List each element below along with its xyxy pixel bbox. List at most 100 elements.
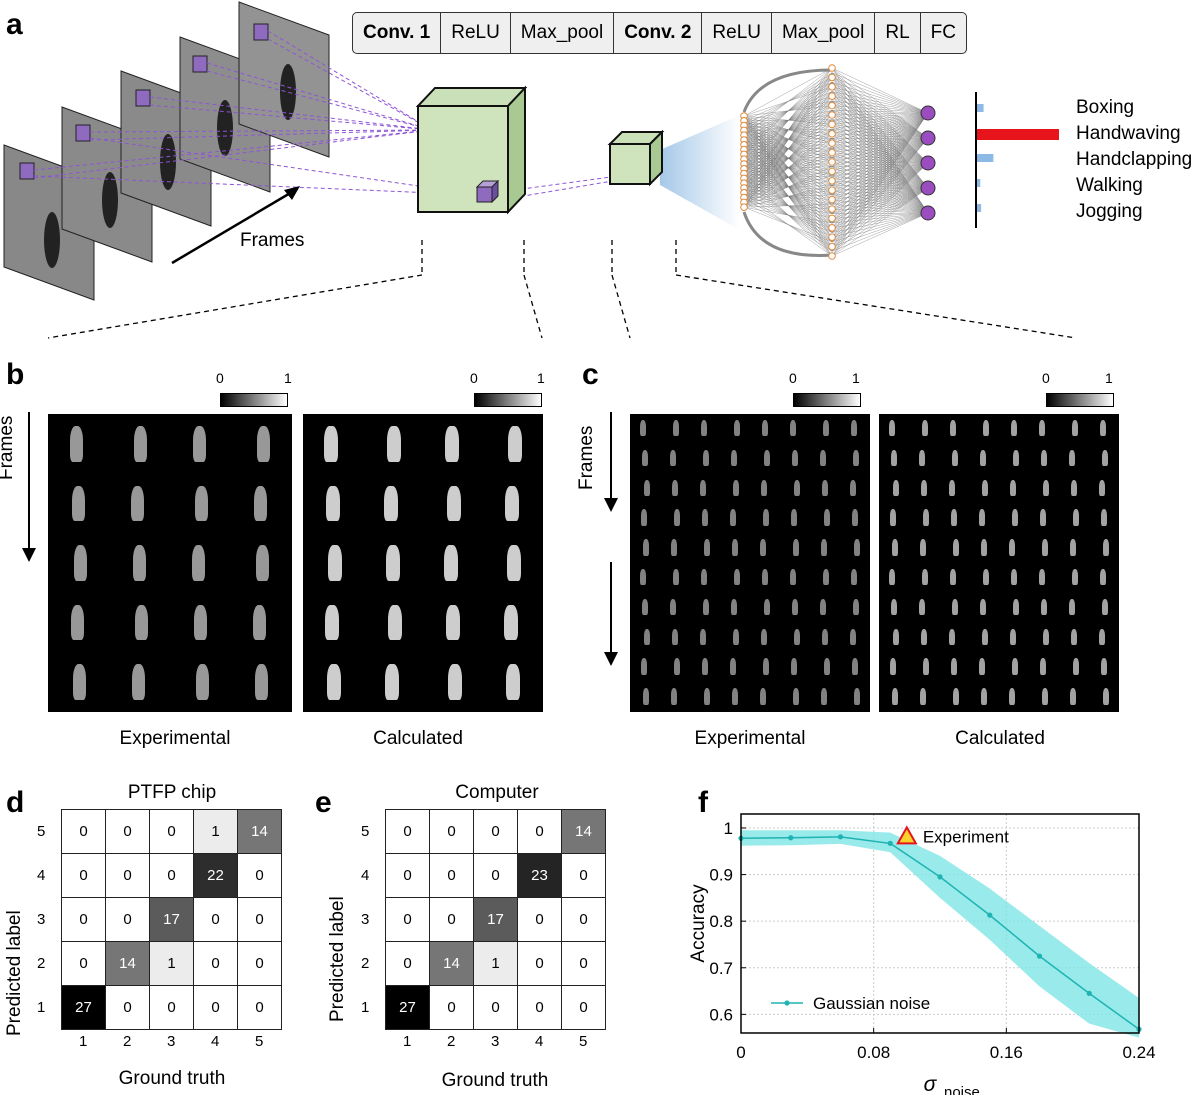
silhouette bbox=[1042, 628, 1050, 645]
cm-cell: 0 bbox=[385, 941, 430, 986]
silhouette bbox=[950, 658, 958, 675]
silhouette bbox=[1071, 568, 1079, 586]
silhouette bbox=[192, 425, 207, 462]
cm-cell: 0 bbox=[385, 897, 430, 942]
x-tick-label: 0 bbox=[736, 1043, 745, 1062]
cm-ytick: 5 bbox=[37, 823, 46, 840]
pipeline-step: Conv. 2 bbox=[614, 13, 703, 53]
silhouette bbox=[507, 545, 521, 581]
silhouette bbox=[446, 604, 460, 641]
silhouette bbox=[1070, 479, 1078, 496]
cm-cell: 0 bbox=[193, 985, 238, 1030]
silhouette bbox=[1100, 658, 1108, 675]
y-tick-label: 0.8 bbox=[709, 912, 733, 931]
cm-xtick: 5 bbox=[579, 1033, 588, 1050]
silhouette bbox=[891, 688, 899, 705]
silhouette bbox=[759, 539, 767, 556]
cm-cell: 0 bbox=[237, 897, 282, 942]
silhouette bbox=[703, 539, 711, 556]
hidden-node bbox=[828, 242, 836, 251]
x-axis-label-sub: noise bbox=[944, 1084, 980, 1095]
conv-cube-1 bbox=[415, 85, 528, 215]
silhouette bbox=[890, 449, 898, 467]
silhouette bbox=[793, 479, 801, 496]
cm-cell: 0 bbox=[429, 809, 474, 854]
cm-cell: 0 bbox=[61, 941, 106, 986]
silhouette bbox=[823, 509, 831, 526]
cm-cell: 0 bbox=[429, 985, 474, 1030]
silhouette bbox=[1010, 568, 1018, 586]
silhouette bbox=[1072, 658, 1080, 675]
silhouette bbox=[1038, 568, 1046, 586]
silhouette bbox=[920, 479, 928, 496]
silhouette bbox=[731, 539, 739, 556]
silhouette bbox=[385, 664, 399, 701]
data-point bbox=[788, 835, 794, 841]
silhouette bbox=[508, 425, 522, 462]
conv-cube-2 bbox=[607, 129, 665, 187]
silhouette bbox=[888, 568, 896, 586]
pipeline-step: FC bbox=[930, 22, 956, 43]
cm-cell: 1 bbox=[149, 941, 194, 986]
hidden-node bbox=[828, 111, 836, 119]
silhouette bbox=[853, 688, 861, 705]
cm-cell: 14 bbox=[237, 809, 282, 854]
silhouette bbox=[1008, 539, 1016, 556]
silhouette bbox=[981, 479, 989, 496]
hidden-node bbox=[828, 167, 836, 176]
class-score-bars bbox=[975, 92, 1059, 228]
silhouette bbox=[671, 479, 679, 496]
panel-b-experimental-caption: Experimental bbox=[119, 728, 231, 749]
cm-cell: 1 bbox=[473, 941, 518, 986]
silhouette bbox=[890, 598, 898, 616]
silhouette bbox=[789, 568, 797, 586]
silhouette bbox=[733, 568, 741, 586]
cm-e-title: Computer bbox=[455, 782, 539, 803]
network-schematic bbox=[3, 1, 1077, 339]
silhouette bbox=[891, 539, 899, 556]
silhouette bbox=[505, 485, 519, 522]
recurrent-arrow bbox=[742, 68, 833, 113]
cm-e-ylabel: Predicted label bbox=[327, 896, 348, 1022]
silhouette bbox=[922, 509, 930, 526]
cm-xtick: 3 bbox=[491, 1033, 500, 1050]
silhouette bbox=[851, 658, 859, 675]
silhouette bbox=[326, 485, 340, 522]
cm-cell: 27 bbox=[385, 985, 430, 1030]
silhouette bbox=[729, 658, 737, 675]
silhouette bbox=[255, 545, 270, 581]
colorbar-max: 1 bbox=[537, 370, 545, 386]
cm-xtick: 2 bbox=[447, 1033, 456, 1050]
score-bar bbox=[977, 129, 1059, 140]
silhouette bbox=[892, 628, 900, 645]
cm-xtick: 4 bbox=[211, 1033, 220, 1050]
silhouette bbox=[948, 479, 956, 496]
panel-c-experimental-grid bbox=[630, 414, 870, 712]
silhouette bbox=[1068, 449, 1076, 467]
cm-cell: 0 bbox=[193, 941, 238, 986]
silhouette bbox=[760, 628, 768, 645]
panel-c-frames-label: Frames bbox=[576, 425, 597, 490]
arrow-head bbox=[604, 652, 618, 666]
cm-cell: 22 bbox=[193, 853, 238, 898]
silhouette bbox=[70, 604, 85, 641]
silhouette bbox=[1070, 628, 1078, 645]
silhouette bbox=[850, 568, 858, 586]
cm-xtick: 2 bbox=[123, 1033, 132, 1050]
silhouette bbox=[132, 545, 147, 581]
panel-b-frames-arrow bbox=[28, 412, 30, 552]
silhouette bbox=[700, 568, 708, 586]
input-node bbox=[740, 203, 748, 211]
silhouette bbox=[921, 568, 929, 586]
hidden-node bbox=[828, 130, 836, 138]
silhouette bbox=[69, 425, 84, 462]
cm-cell: 0 bbox=[561, 941, 606, 986]
data-point bbox=[1036, 953, 1043, 959]
silhouette bbox=[388, 604, 402, 641]
silhouette bbox=[324, 425, 338, 462]
silhouette bbox=[1011, 509, 1019, 526]
silhouette bbox=[1041, 539, 1049, 556]
hidden-node bbox=[828, 101, 836, 110]
silhouette bbox=[699, 479, 707, 496]
